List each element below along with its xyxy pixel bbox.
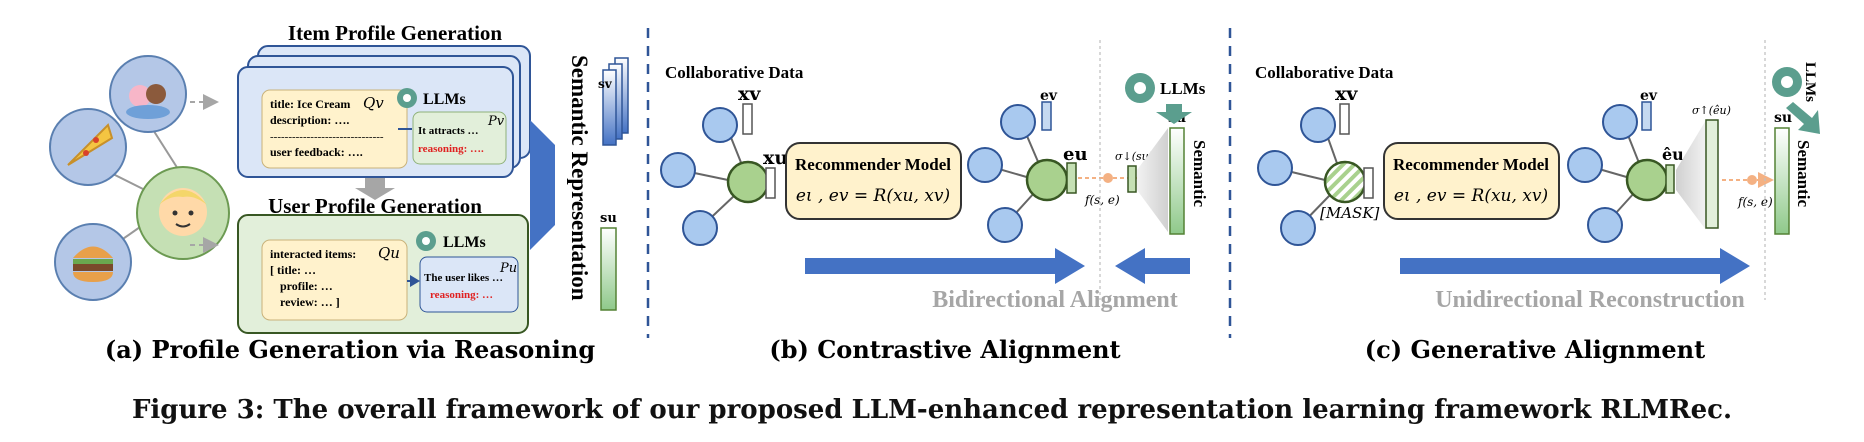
graph-node — [1567, 147, 1603, 183]
c-model-formula: eι , ev = R(xu, xv) — [1394, 186, 1548, 206]
sv-embedding-bar — [602, 69, 617, 146]
b-semantic-label: Semantic — [1190, 140, 1209, 208]
user-llms-label: LLMs — [443, 234, 486, 251]
graph-node — [1000, 104, 1036, 140]
b-su-bar — [1169, 127, 1185, 235]
item-llms-label: LLMs — [423, 91, 466, 108]
item-prompt-line-1: title: Ice Cream — [270, 97, 350, 111]
item-output-text: It attracts … — [418, 125, 478, 137]
down-arrow-icon — [355, 178, 395, 200]
b-ev-label: ev — [1040, 88, 1058, 104]
c-mask-label: [MASK] — [1320, 204, 1380, 222]
xu-bar — [765, 167, 776, 199]
c-model-title: Recommender Model — [1393, 155, 1549, 174]
alignment-point — [1103, 173, 1113, 183]
figure-caption: Figure 3: The overall framework of our p… — [131, 395, 1733, 425]
item-output-reasoning: reasoning: …. — [418, 143, 484, 155]
user-output-box — [419, 256, 519, 313]
item-output-symbol: Pv — [487, 114, 505, 129]
b-forward-arrow — [805, 248, 1085, 284]
c-ev-label: ev — [1640, 88, 1658, 104]
user-output-text: The user likes … — [424, 272, 503, 284]
graph-node — [702, 107, 738, 143]
c-su-bar — [1774, 127, 1790, 235]
user-prompt-line-1: interacted items: — [270, 247, 356, 261]
graph-node — [1587, 207, 1623, 243]
graph-node — [682, 210, 718, 246]
c-forward-arrow — [1400, 248, 1750, 284]
user-prompt-line-2: [ title: … — [270, 263, 316, 277]
c-recommender-model-box — [1383, 142, 1560, 220]
xv-bar — [742, 103, 753, 135]
c-xv-label: xv — [1335, 83, 1358, 105]
b-align-label: Bidirectional Alignment — [932, 287, 1178, 313]
c-alignment-point — [1747, 175, 1757, 185]
b-xv-label: xv — [738, 83, 761, 105]
panel-a: Item Profile Generation title: Ice Cream… — [49, 21, 629, 364]
panel-c: Collaborative Data xv [MASK] Recommender… — [1255, 40, 1820, 364]
user-node — [726, 160, 770, 204]
user-output-symbol: Pu — [499, 261, 517, 276]
graph-node — [1300, 107, 1336, 143]
c-ev-bar — [1641, 101, 1652, 131]
c-eu-hat-bar — [1665, 164, 1675, 194]
panel-b: Collaborative Data xv xu Recommender Mod… — [660, 40, 1209, 364]
b-sigma-label: σ↓(su) — [1115, 150, 1153, 163]
masked-user-node — [1323, 160, 1367, 204]
c-align-label: Unidirectional Reconstruction — [1435, 287, 1745, 313]
c-sigma-label: σ↑(êu) — [1692, 104, 1731, 117]
user-prompt-line-3: profile: … — [280, 279, 333, 293]
b-eu-label: eu — [1063, 144, 1088, 165]
b-projected-su-bar — [1127, 165, 1137, 193]
graph-node — [1280, 210, 1316, 246]
user-node — [1025, 158, 1069, 202]
graph-node — [660, 152, 696, 188]
b-llms-label: LLMs — [1160, 79, 1206, 98]
user-prompt-line-4: review: … ] — [280, 295, 340, 309]
user-node — [1625, 158, 1669, 202]
item-profile-title: Item Profile Generation — [288, 21, 503, 45]
c-collab-label: Collaborative Data — [1255, 63, 1394, 82]
b-backward-arrow — [1115, 248, 1190, 284]
user-output-reasoning: reasoning: … — [430, 289, 493, 301]
graph-node — [1602, 104, 1638, 140]
su-label: su — [600, 211, 617, 226]
panel-c-caption: (c) Generative Alignment — [1365, 335, 1705, 364]
c-xv-bar — [1339, 103, 1350, 135]
graph-node — [987, 207, 1023, 243]
c-eu-hat-label: êu — [1662, 145, 1684, 164]
c-llms-label: LLMs — [1802, 62, 1818, 102]
eu-bar — [1066, 162, 1077, 194]
c-mask-bar — [1363, 167, 1374, 199]
b-xu-label: xu — [763, 147, 788, 169]
item-output-box — [412, 111, 507, 165]
item-prompt-line-4: user feedback: …. — [270, 145, 363, 159]
su-embedding-bar — [600, 227, 617, 311]
b-collab-label: Collaborative Data — [665, 63, 804, 82]
right-arrow-icon — [530, 120, 555, 250]
user-query-symbol: Qu — [378, 244, 400, 262]
panel-b-caption: (b) Contrastive Alignment — [769, 335, 1120, 364]
c-su-label: su — [1774, 110, 1792, 126]
item-prompt-line-3: ------------------------------- — [270, 131, 384, 143]
c-f-label: f(s, e) — [1737, 195, 1773, 209]
semantic-representation-label: Semantic Representation — [567, 55, 592, 301]
c-projected-bar — [1705, 119, 1719, 229]
graph-node — [967, 147, 1003, 183]
sv-label: sv — [598, 77, 613, 91]
b-f-label: f(s, e) — [1084, 193, 1120, 207]
panel-a-caption: (a) Profile Generation via Reasoning — [105, 335, 595, 364]
graph-node — [1257, 150, 1293, 186]
item-prompt-line-2: description: …. — [270, 113, 349, 127]
b-recommender-model-box — [785, 142, 962, 220]
ev-bar — [1041, 101, 1052, 131]
b-model-formula: eι , ev = R(xu, xv) — [796, 186, 950, 206]
item-query-symbol: Qv — [363, 94, 384, 112]
c-semantic-label: Semantic — [1794, 140, 1813, 208]
b-model-title: Recommender Model — [795, 155, 951, 174]
